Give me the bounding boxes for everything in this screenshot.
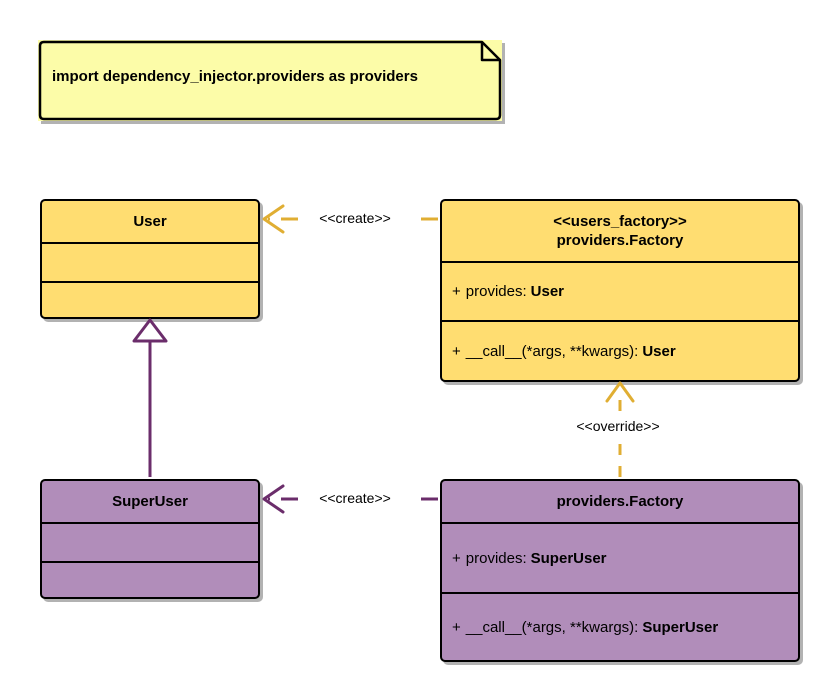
class-attributes-users-factory: + provides: User xyxy=(442,261,798,320)
method-name: __call__(*args, **kwargs): xyxy=(465,342,639,360)
method-type: SuperUser xyxy=(642,618,719,636)
relation-label-text: <<create>> xyxy=(319,490,391,506)
class-box-superuser[interactable]: SuperUser xyxy=(40,479,260,599)
relation-label-text: <<create>> xyxy=(319,210,391,226)
attribute-visibility: + xyxy=(452,549,461,567)
class-stereotype-users-factory: <<users_factory>> xyxy=(553,213,687,230)
attribute-type: User xyxy=(530,283,564,300)
relation-label-create-superuser: <<create>> xyxy=(300,490,410,507)
relation-label-text: <<override>> xyxy=(576,418,660,434)
class-attributes-superuser xyxy=(42,522,258,561)
class-name-user: User xyxy=(133,213,167,230)
class-methods-super-factory: + __call__(*args, **kwargs): SuperUser xyxy=(442,592,798,660)
class-box-super-factory[interactable]: providers.Factory + provides: SuperUser … xyxy=(440,479,800,662)
class-name-superuser: SuperUser xyxy=(112,493,188,510)
class-methods-superuser xyxy=(42,561,258,597)
attribute-type: SuperUser xyxy=(530,549,607,567)
method-visibility: + xyxy=(452,618,461,636)
note-import: import dependency_injector.providers as … xyxy=(38,40,502,121)
class-attributes-user xyxy=(42,242,258,281)
attribute-name: provides: xyxy=(465,549,527,567)
method-name: __call__(*args, **kwargs): xyxy=(465,618,639,636)
class-title-super-factory: providers.Factory xyxy=(442,481,798,522)
class-title-users-factory: <<users_factory>> providers.Factory xyxy=(442,201,798,261)
class-title-superuser: SuperUser xyxy=(42,481,258,522)
class-box-user[interactable]: User xyxy=(40,199,260,319)
class-box-users-factory[interactable]: <<users_factory>> providers.Factory + pr… xyxy=(440,199,800,382)
relation-label-override: <<override>> xyxy=(557,418,679,435)
class-methods-users-factory: + __call__(*args, **kwargs): User xyxy=(442,320,798,380)
attribute-name: provides: xyxy=(465,283,527,300)
attribute-visibility: + xyxy=(452,283,461,300)
method-type: User xyxy=(642,342,676,360)
class-attributes-super-factory: + provides: SuperUser xyxy=(442,522,798,592)
method-visibility: + xyxy=(452,342,461,360)
class-name-users-factory: providers.Factory xyxy=(556,232,684,249)
class-title-user: User xyxy=(42,201,258,242)
relation-inheritance xyxy=(132,318,168,477)
note-text: import dependency_injector.providers as … xyxy=(52,68,418,85)
class-methods-user xyxy=(42,281,258,317)
relation-label-create-user: <<create>> xyxy=(300,210,410,227)
class-name-super-factory: providers.Factory xyxy=(556,493,684,510)
note-shape xyxy=(38,40,502,121)
